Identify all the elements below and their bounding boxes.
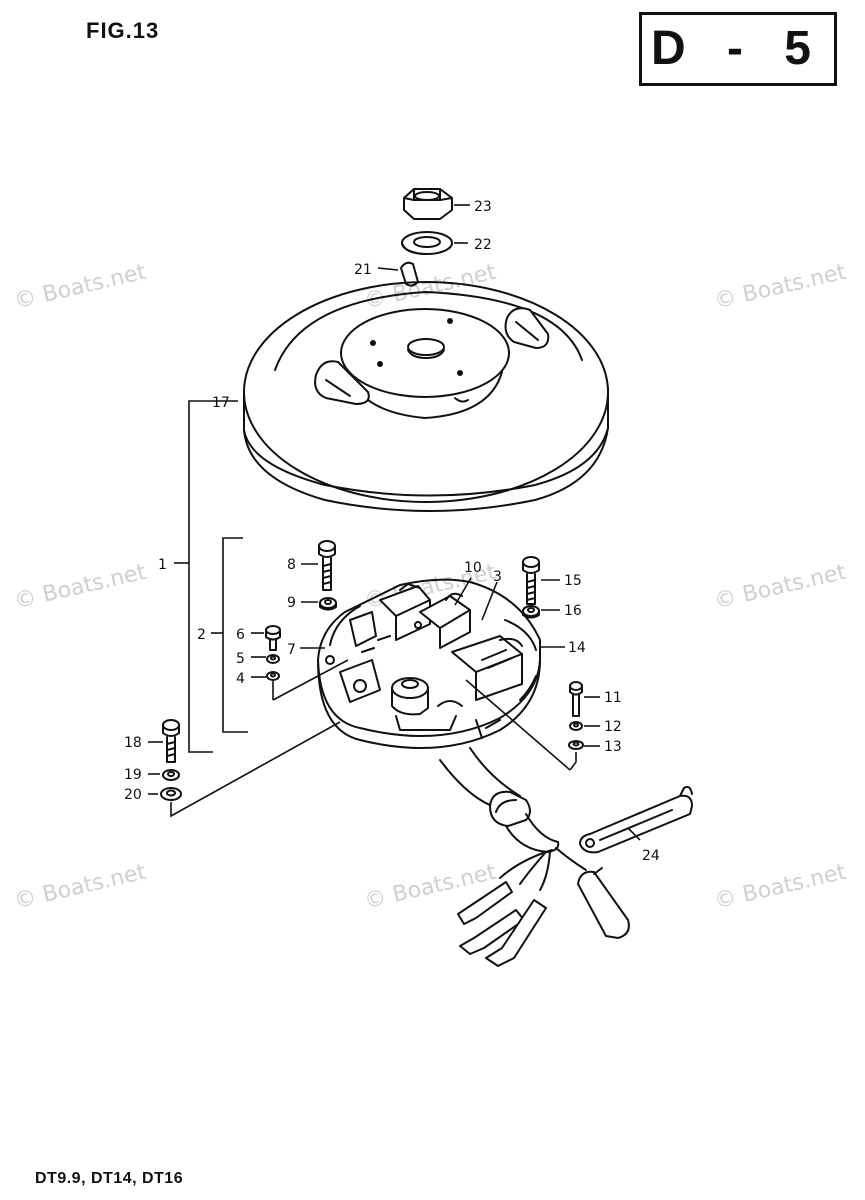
wire-harness (439, 747, 630, 967)
callout-21: 21 (354, 262, 372, 278)
flywheel (243, 281, 609, 512)
callout-6: 6 (236, 627, 245, 643)
callout-10: 10 (464, 560, 482, 576)
lock-washer (401, 231, 453, 255)
nut (403, 188, 453, 220)
callout-8: 8 (287, 557, 296, 573)
washer (522, 605, 540, 619)
screw (522, 556, 540, 605)
callout-9: 9 (287, 595, 296, 611)
callout-4: 4 (236, 671, 245, 687)
callout-16: 16 (564, 603, 582, 619)
callout-5: 5 (236, 651, 245, 667)
callout-18: 18 (124, 735, 142, 751)
screw (265, 625, 281, 651)
callout-24: 24 (642, 848, 660, 864)
callout-13: 13 (604, 739, 622, 755)
lock-washer (569, 721, 583, 731)
wire-clamp (579, 785, 693, 854)
washer (160, 787, 182, 801)
callout-1: 1 (158, 557, 167, 573)
figure-label: FIG.13 (86, 18, 160, 43)
model-list: DT9.9, DT14, DT16 (35, 1170, 184, 1187)
callout-20: 20 (124, 787, 142, 803)
section-code: D - 5 (650, 22, 825, 75)
section-code-box: D - 5 (639, 12, 837, 86)
callout-14: 14 (568, 640, 586, 656)
washer (319, 597, 337, 611)
lock-washer (162, 769, 180, 781)
screw (318, 540, 336, 591)
callout-15: 15 (564, 573, 582, 589)
leader-lines (148, 204, 641, 841)
callout-3: 3 (493, 569, 502, 585)
callout-12: 12 (604, 719, 622, 735)
callout-2: 2 (197, 627, 206, 643)
callout-labels: 1 2 3 4 5 6 7 8 9 10 11 12 13 14 15 16 1… (124, 199, 660, 864)
callout-11: 11 (604, 690, 622, 706)
callout-23: 23 (474, 199, 492, 215)
washer (568, 740, 584, 750)
screw (162, 719, 180, 763)
washer (266, 671, 280, 681)
screw (569, 681, 583, 717)
stator-plate (317, 578, 541, 749)
callout-19: 19 (124, 767, 142, 783)
callout-17: 17 (212, 395, 230, 411)
lock-washer (266, 654, 280, 664)
callout-22: 22 (474, 237, 492, 253)
callout-7: 7 (287, 642, 296, 658)
